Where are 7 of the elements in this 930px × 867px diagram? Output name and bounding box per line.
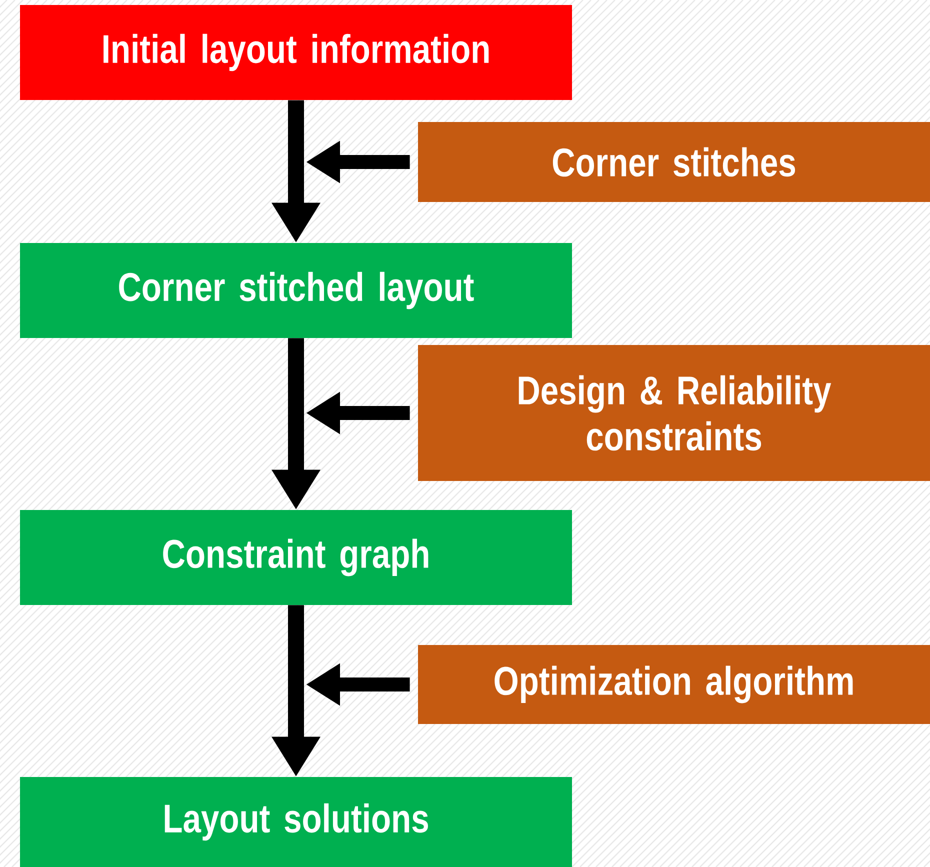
input-box: Design & Reliability constraints (418, 344, 930, 481)
process-box: Corner stitched layout (20, 242, 572, 338)
start-box: Initial layout information (20, 4, 572, 100)
input-box: Optimization algorithm (418, 644, 930, 724)
process-box: Constraint graph (20, 510, 572, 605)
process-box: Layout solutions (20, 776, 572, 867)
input-box: Corner stitches (418, 122, 930, 202)
